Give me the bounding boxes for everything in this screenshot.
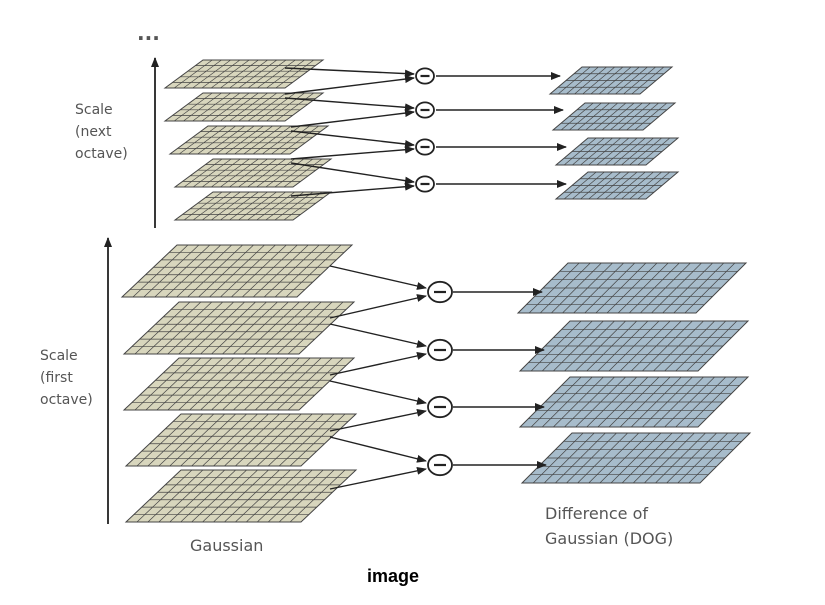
arrow-next-g4-to-node3: [290, 145, 415, 160]
gaussian-layer-next-4: [173, 158, 333, 188]
arrows: [284, 67, 567, 490]
dog-layer-first-4: [520, 432, 752, 484]
minus-node-first-3: [427, 395, 453, 419]
arrow-next-g2-to-node2: [284, 97, 415, 112]
arrow-first-g3-to-node2: [329, 352, 427, 376]
dog-layer-first-1: [516, 262, 748, 314]
arrow-first-g5-to-node4: [329, 466, 427, 490]
minus-node-next-3: [415, 138, 435, 156]
dog-layer-first-3: [518, 376, 750, 428]
arrow-first-g1-to-node1: [329, 265, 427, 290]
ellipsis-label: ...: [137, 21, 160, 45]
minus-node-next-4: [415, 175, 435, 193]
gaussian-layer-next-2: [163, 92, 325, 122]
grid-layers: [120, 59, 752, 523]
scale-next-label-line2: (next: [75, 124, 112, 140]
gaussian-label: Gaussian: [190, 536, 263, 555]
arrow-next-g1-to-node1: [284, 67, 415, 78]
dog-layer-next-3: [554, 137, 680, 166]
scale-next-label-line3: octave): [75, 146, 128, 162]
gaussian-layer-next-1: [163, 59, 325, 89]
arrow-first-g4-to-node4: [329, 436, 427, 463]
scale-first-label-line3: octave): [40, 392, 93, 408]
dog-label-line1: Difference of: [545, 504, 648, 523]
gaussian-layer-first-1: [120, 244, 354, 298]
dog-layer-next-4: [554, 171, 680, 200]
arrow-first-g2-to-node2: [329, 323, 427, 348]
arrow-first-g4-to-node3: [329, 408, 427, 432]
arrow-next-g3-to-node3: [290, 130, 415, 148]
arrow-next-g5-to-node4: [290, 182, 415, 197]
minus-node-first-4: [427, 453, 453, 477]
dog-layer-first-2: [518, 320, 750, 372]
scale-first-label-line2: (first: [40, 370, 73, 386]
dog-layer-next-1: [548, 66, 674, 95]
scale-first-label-line1: Scale: [40, 348, 78, 364]
minus-node-next-1: [415, 67, 435, 85]
minus-node-first-1: [427, 280, 453, 304]
arrow-next-g2-to-node1: [284, 75, 415, 95]
arrow-next-g3-to-node2: [290, 109, 415, 128]
arrow-first-g2-to-node1: [329, 294, 427, 319]
subtraction-nodes: [415, 67, 453, 477]
gaussian-layer-first-2: [122, 301, 356, 355]
gaussian-layer-first-5: [124, 469, 358, 523]
gaussian-layer-first-3: [122, 357, 356, 411]
gaussian-layer-next-5: [173, 191, 333, 221]
arrow-first-g3-to-node3: [329, 380, 427, 405]
arrow-next-g4-to-node4: [290, 162, 415, 185]
gaussian-layer-first-4: [124, 413, 358, 467]
dog-label-line2: Gaussian (DOG): [545, 529, 673, 548]
caption: image: [367, 566, 419, 586]
dog-layer-next-2: [551, 102, 677, 131]
scale-next-label-line1: Scale: [75, 102, 113, 118]
minus-node-next-2: [415, 101, 435, 119]
gaussian-layer-next-3: [168, 125, 330, 155]
minus-node-first-2: [427, 338, 453, 362]
